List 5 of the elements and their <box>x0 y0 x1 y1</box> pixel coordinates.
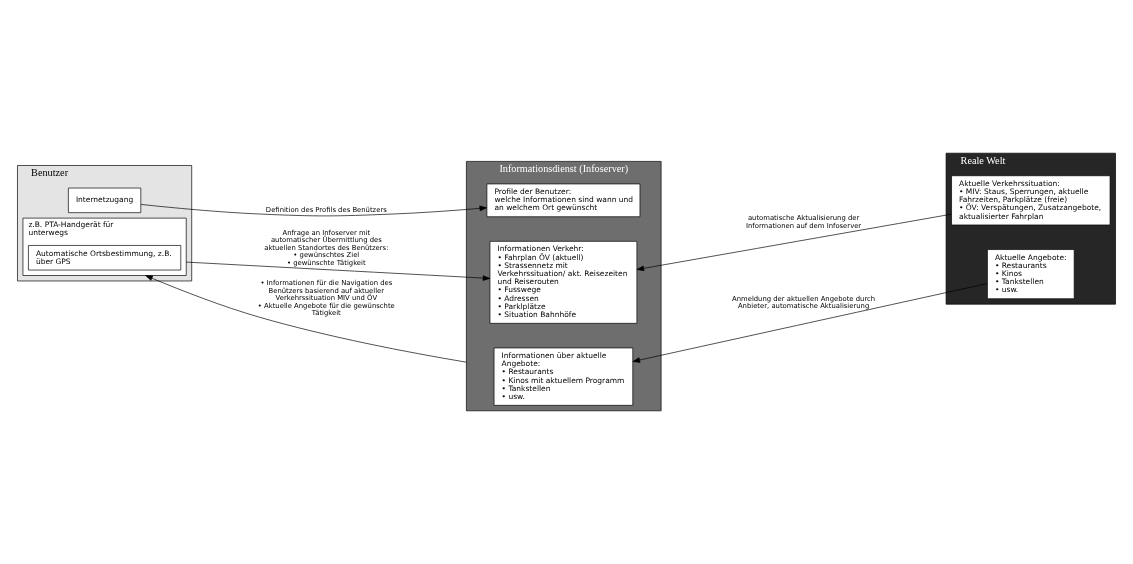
arrow <box>636 213 952 272</box>
arrow <box>632 283 988 363</box>
arrow <box>185 261 491 281</box>
arrow <box>145 275 467 363</box>
arrow <box>140 204 488 217</box>
